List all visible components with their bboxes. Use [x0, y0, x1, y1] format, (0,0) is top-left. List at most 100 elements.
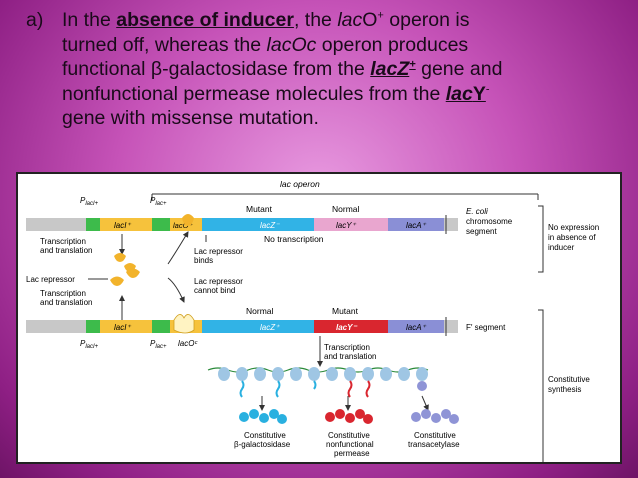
- p-laci-bot-label: PlacI+: [80, 339, 99, 350]
- bgal-cluster: [239, 409, 287, 424]
- laca-top-label: lacA⁺: [406, 221, 427, 230]
- trans-3: [431, 413, 441, 423]
- permease-cluster: [325, 409, 373, 424]
- f-left-gray: [26, 320, 86, 333]
- laci-top-gene: [100, 218, 152, 231]
- laco-top-label: lacO⁺: [173, 221, 193, 230]
- mutant-top-label: Mutant: [246, 204, 273, 214]
- absence-of-inducer: absence of inducer: [116, 9, 294, 31]
- lacz-gene: lacZ: [370, 58, 410, 80]
- bgal-3: [259, 413, 269, 423]
- ribosome-9: [362, 367, 374, 381]
- ribosome-4: [272, 367, 284, 381]
- ribosome-7: [326, 367, 338, 381]
- product-2-label-1: Constitutive: [328, 431, 370, 440]
- f-right-gray: [444, 320, 458, 333]
- product-3-label-1: Constitutive: [414, 431, 456, 440]
- list-marker: a): [26, 9, 44, 31]
- p-laci-bot-box: [86, 320, 100, 333]
- no-expression-label-3: inducer: [548, 243, 575, 252]
- lacoc-italic: lacOc: [266, 33, 317, 56]
- laci-bot-gene: [100, 320, 152, 333]
- text-line-2: turned off, whereas the lacOc operon pro…: [62, 33, 626, 58]
- line1-mid: , the: [293, 9, 338, 31]
- ecoli-label: E. coli: [466, 207, 488, 216]
- repressor-bound-operator: [182, 214, 194, 226]
- product-2-label-2: nonfunctional: [326, 440, 374, 449]
- chain-3: [313, 380, 317, 390]
- line3-pre: functional β-galactosidase from the: [62, 58, 371, 80]
- lacy-bot-gene: [314, 320, 388, 333]
- line2-post: operon produces: [316, 33, 469, 56]
- text-line-1: In the absence of inducer, the lacO+ ope…: [62, 8, 626, 33]
- p-lac-bot-label: Plac+: [150, 339, 167, 350]
- transcription-label-2: and translation: [40, 246, 92, 255]
- ribosome-5: [290, 367, 302, 381]
- chain-6: [417, 381, 427, 391]
- lacy-top-label: lacY⁺: [336, 221, 357, 230]
- lacoc-label: lacOᶜ: [178, 339, 197, 348]
- bracket-constitutive: [538, 309, 544, 465]
- lacy-top-gene: [314, 218, 388, 231]
- mutant-bottom-label: Mutant: [332, 306, 359, 316]
- product-1-label-1: Constitutive: [244, 431, 286, 440]
- lacz-top-label: lacZ⁻: [260, 221, 280, 230]
- transcription-label-5: Transcription: [324, 343, 370, 352]
- lac-o: O: [362, 9, 378, 31]
- laci-top-label: lacI⁺: [114, 221, 131, 230]
- repressor-top-1: [114, 253, 126, 262]
- lacoc-mutant-operator: [173, 314, 195, 334]
- lacz-bot-label: lacZ⁺: [260, 323, 280, 332]
- lac-o-sup: +: [377, 9, 384, 22]
- laca-top-gene: [388, 218, 444, 231]
- chromosome-label: chromosome: [466, 217, 513, 226]
- trans-5: [449, 414, 459, 424]
- bgal-4: [269, 409, 279, 419]
- segment-label: segment: [466, 227, 497, 236]
- chrom-left-gray: [26, 218, 86, 231]
- nascent-chains: [239, 380, 427, 398]
- ribosomes: [218, 367, 428, 381]
- no-expression-label-2: in absence of: [548, 233, 596, 242]
- product-1-label-2: β-galactosidase: [234, 440, 291, 449]
- repressor-free-2: [126, 268, 140, 278]
- lacz-top-gene: [202, 218, 314, 231]
- lac-repressor-label: Lac repressor: [26, 275, 75, 284]
- ribosome-10: [380, 367, 392, 381]
- p-lac-top-label: Plac+: [150, 196, 167, 207]
- bracket-no-expression: [538, 205, 544, 273]
- slide-body: In the absence of inducer, the lacO+ ope…: [62, 8, 626, 131]
- ribosome-2: [236, 367, 248, 381]
- laca-bot-label: lacA⁺: [406, 323, 427, 332]
- trans-4: [441, 409, 451, 419]
- product-2-label-3: permease: [334, 449, 370, 458]
- repressor-cannot-bind-arrow: [167, 277, 185, 303]
- line1-pre: In the: [62, 9, 117, 31]
- trans-1: [411, 412, 421, 422]
- bgal-1: [239, 412, 249, 422]
- lacy-bot-label: lacY⁻: [336, 323, 357, 332]
- repressor-free-1: [110, 276, 124, 286]
- transcription-label-6: and translation: [324, 352, 376, 361]
- lacy-sup: -: [485, 83, 490, 95]
- lacy-gene: Y: [472, 82, 486, 105]
- line1-post: operon is: [383, 9, 470, 31]
- lac-operon-label: lac operon: [280, 179, 320, 189]
- no-expression-label-1: No expression: [548, 223, 599, 232]
- transacetylase-cluster: [411, 409, 459, 424]
- lac-italic: lac: [337, 9, 363, 31]
- text-line-4: nonfunctional permease molecules from th…: [62, 82, 626, 107]
- chain-5: [365, 380, 371, 398]
- slide-text: a) In the absence of inducer, the lacO+ …: [26, 8, 626, 131]
- p-laci-top-label: PlacI+: [80, 196, 99, 207]
- line4-pre: nonfunctional permease molecules from th…: [62, 82, 446, 105]
- chain-4: [347, 380, 353, 398]
- product-3-label-2: transacetylase: [408, 440, 460, 449]
- f-segment-label: F′ segment: [466, 323, 506, 332]
- text-line-5: gene with missense mutation.: [62, 107, 319, 129]
- normal-bottom-label: Normal: [246, 306, 274, 316]
- lac-operon-diagram: lac operon PlacI+ Plac+ Mutant Normal la…: [26, 179, 599, 465]
- chain-1: [239, 380, 245, 398]
- p-laci-top-box: [86, 218, 100, 231]
- lacy-gene-italic: lac: [445, 82, 473, 105]
